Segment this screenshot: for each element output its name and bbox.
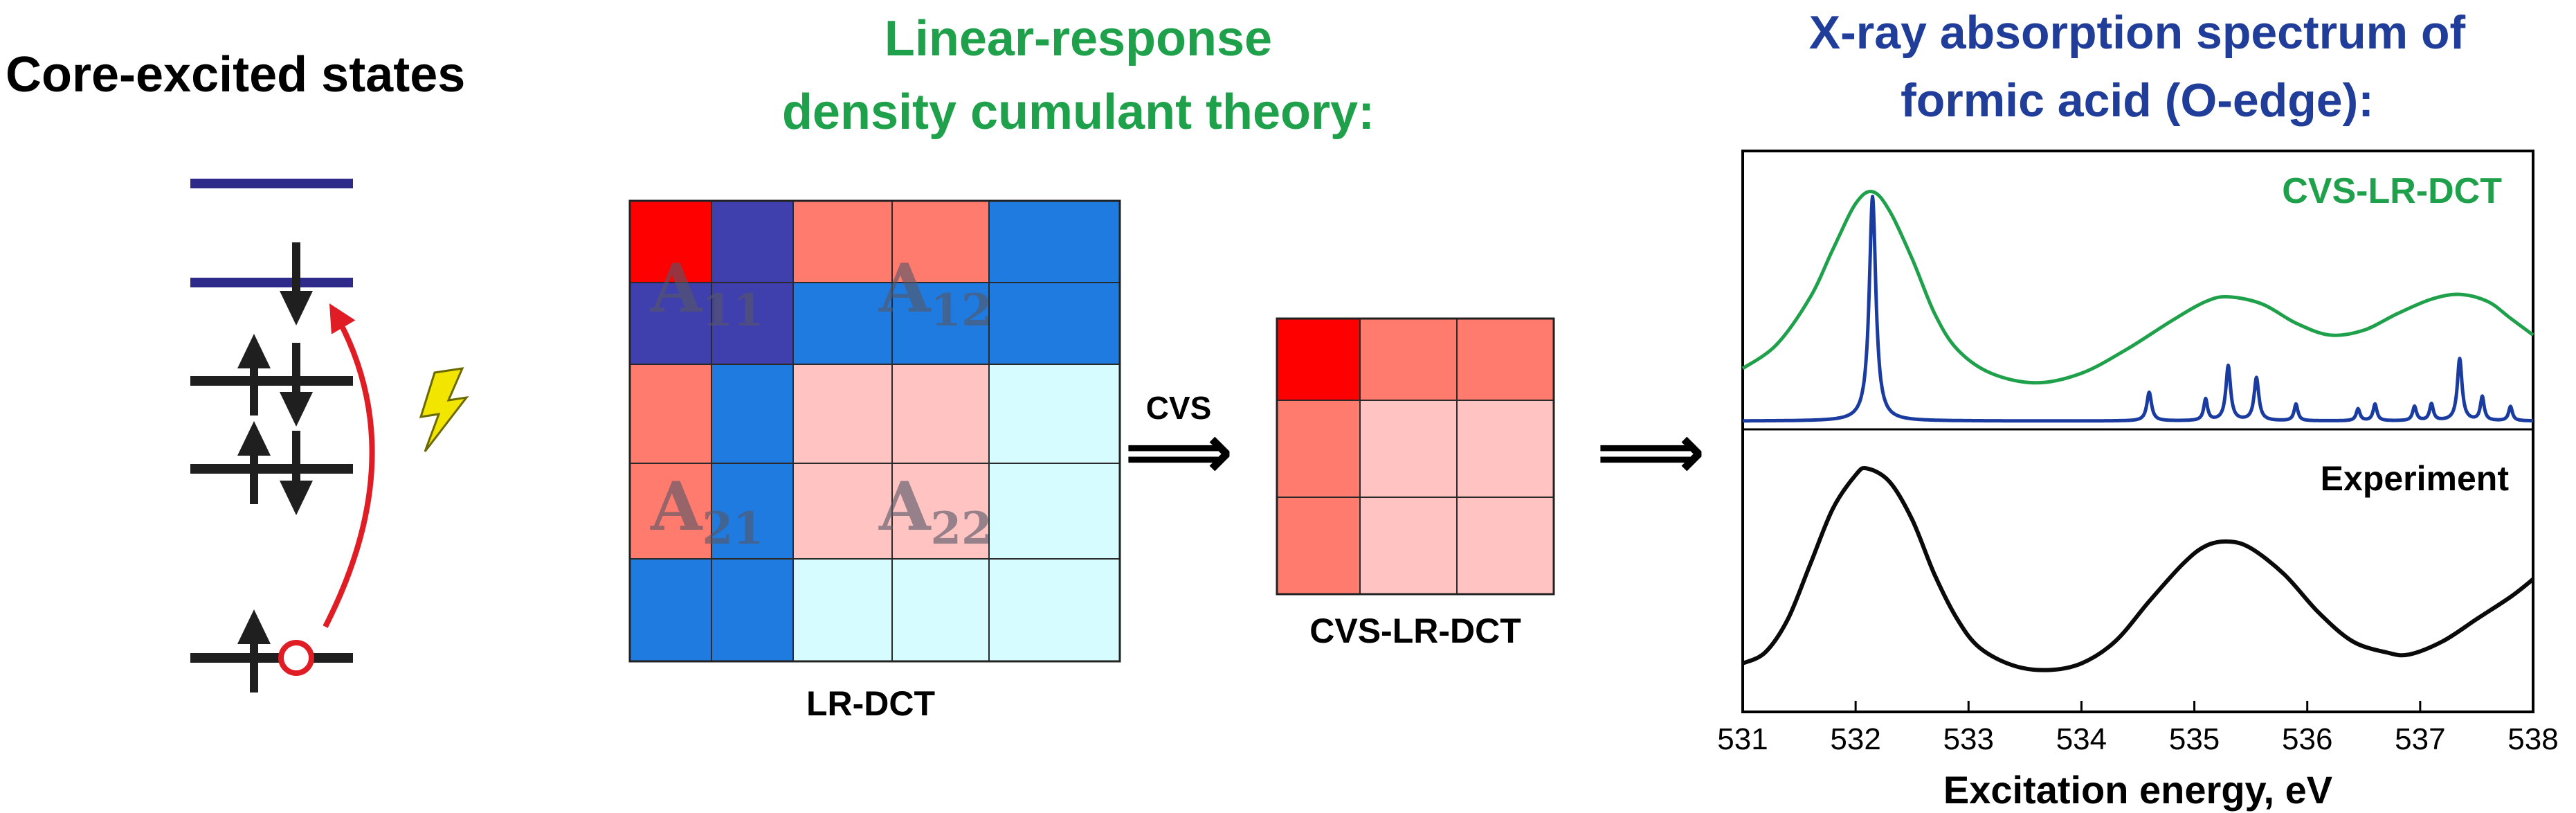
lr-dct-cell-2-0: [629, 364, 712, 464]
cvs-lr-dct-cell-0-1: [1359, 318, 1458, 401]
cvs-lr-dct-cell-2-1: [1359, 497, 1458, 595]
spectrum-x-axis-label: Excitation energy, eV: [1943, 768, 2332, 812]
x-tick-label: 538: [2507, 722, 2558, 756]
xas-spectrum-panel: X-ray absorption spectrum of formic acid…: [1717, 6, 2558, 812]
lr-dct-cell-2-3: [891, 364, 990, 464]
cvs-lr-dct-cell-1-1: [1359, 400, 1458, 498]
spectrum-plot-frame: [1741, 150, 2534, 713]
cvs-lr-dct-matrix-border: [1276, 317, 1555, 596]
series-label-cvs-lr-dct: CVS-LR-DCT: [2282, 171, 2502, 211]
lr-dct-cell-3-1: [711, 463, 794, 560]
cvs-lr-dct-cell-0-2: [1456, 318, 1554, 401]
x-tick-label: 537: [2395, 722, 2445, 756]
cvs-lr-dct-cell-2-2: [1456, 497, 1554, 595]
spectrum-series-1: [1741, 195, 2534, 423]
spin-down-arrow-icon: [280, 343, 313, 427]
lr-dct-cell-1-4: [988, 282, 1121, 365]
lr-dct-title-line1: Linear-response: [885, 11, 1272, 66]
cvs-lr-dct-cell-1-0: [1276, 400, 1361, 498]
lr-dct-matrix-label: LR-DCT: [806, 684, 935, 723]
lr-dct-matrix: [629, 200, 1121, 662]
lr-dct-cell-1-0: [629, 282, 712, 365]
x-tick-label: 535: [2169, 722, 2220, 756]
cvs-arrow-icon: ⟹: [1124, 409, 1233, 494]
lr-dct-cell-4-0: [629, 558, 712, 662]
lr-dct-cell-3-3: [891, 463, 990, 560]
lr-dct-cell-4-4: [988, 558, 1121, 662]
lightning-bolt-icon: [419, 367, 469, 452]
spin-up-arrow-icon: [237, 609, 271, 693]
lr-dct-cell-4-2: [792, 558, 893, 662]
spectrum-title-line2: formic acid (O-edge):: [1901, 74, 2374, 127]
lr-dct-cell-2-2: [792, 364, 893, 464]
core-excited-title: Core-excited states: [6, 47, 465, 102]
spectrum-series-0: [1741, 190, 2534, 385]
implies-arrow-icon: ⟹: [1596, 409, 1705, 494]
cvs-lr-dct-cell-0-0: [1276, 318, 1361, 401]
cvs-lr-dct-cell-1-2: [1456, 400, 1554, 498]
x-tick-label: 533: [1943, 722, 1994, 756]
excitation-arrow-icon: [323, 303, 375, 628]
lr-dct-cell-2-1: [711, 364, 794, 464]
lr-dct-cell-0-2: [792, 200, 893, 283]
spin-down-arrow-icon: [280, 242, 313, 325]
lr-dct-cell-3-2: [792, 463, 893, 560]
spin-up-arrow-icon: [237, 334, 271, 416]
cvs-label: CVS: [1146, 390, 1212, 426]
lr-dct-cell-1-2: [792, 282, 893, 365]
lr-dct-cell-4-1: [711, 558, 794, 662]
lr-dct-matrix-border: [628, 199, 1121, 663]
series-label-experiment: Experiment: [2321, 459, 2510, 498]
spectrum-series: [1741, 190, 2534, 672]
lr-dct-panel: Linear-response density cumulant theory:…: [628, 11, 1705, 723]
spin-up-arrow-icon: [237, 421, 271, 504]
spectrum-series-2: [1741, 465, 2534, 672]
spectrum-x-axis: 531 532 533 534 535 536 537 538: [1717, 701, 2559, 756]
cvs-lr-dct-matrix: [1276, 318, 1554, 595]
x-tick-label: 536: [2282, 722, 2332, 756]
lr-dct-cell-0-1: [711, 200, 794, 283]
lr-dct-cell-4-3: [891, 558, 990, 662]
block-label-a22: A22: [878, 467, 992, 555]
lr-dct-cell-0-4: [988, 200, 1121, 283]
block-label-a12: A12: [878, 249, 992, 337]
block-label-a11: A11: [650, 249, 764, 337]
spin-down-arrow-icon: [280, 431, 313, 515]
spectrum-title-line1: X-ray absorption spectrum of: [1809, 6, 2466, 59]
cvs-lr-dct-cell-2-0: [1276, 497, 1361, 595]
lr-dct-title-line2: density cumulant theory:: [782, 84, 1375, 140]
core-hole-icon: [278, 640, 314, 676]
lr-dct-cell-1-1: [711, 282, 794, 365]
x-tick-label: 531: [1717, 722, 1768, 756]
lr-dct-cell-2-4: [988, 364, 1121, 464]
x-tick-label: 532: [1830, 722, 1880, 756]
x-tick-label: 534: [2056, 722, 2107, 756]
lr-dct-cell-3-4: [988, 463, 1121, 560]
core-excited-states-panel: Core-excited states: [6, 47, 469, 693]
cvs-lr-dct-matrix-label: CVS-LR-DCT: [1309, 611, 1521, 650]
block-label-a21: A21: [650, 467, 764, 555]
